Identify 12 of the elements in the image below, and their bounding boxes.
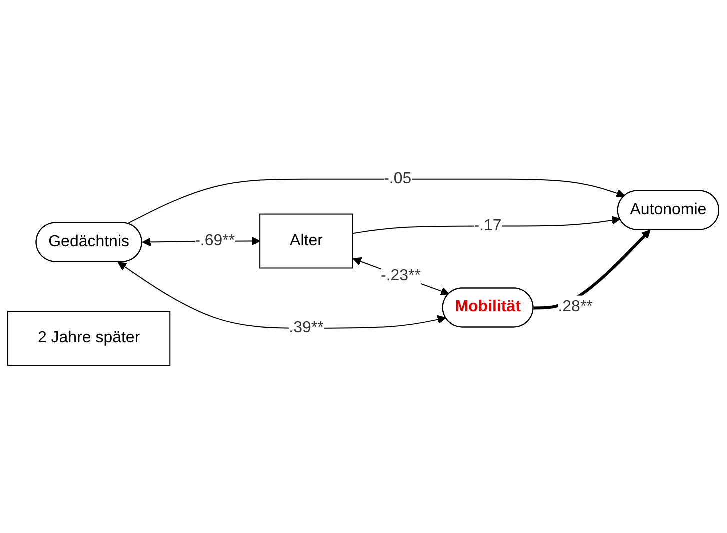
node-box: 2 Jahre später	[8, 311, 171, 366]
arrow	[126, 178, 626, 224]
edge-label: -.05	[384, 170, 412, 188]
arrow	[352, 257, 450, 296]
arrow	[118, 262, 446, 329]
edge-label: .39**	[289, 319, 324, 336]
arrow	[352, 216, 621, 234]
edge-label: .28**	[558, 298, 593, 316]
edge-label: -.23**	[381, 268, 422, 285]
edge-label: -.17	[474, 217, 502, 234]
edge-label: -.69**	[195, 232, 236, 250]
node-box: Alter	[260, 214, 354, 269]
